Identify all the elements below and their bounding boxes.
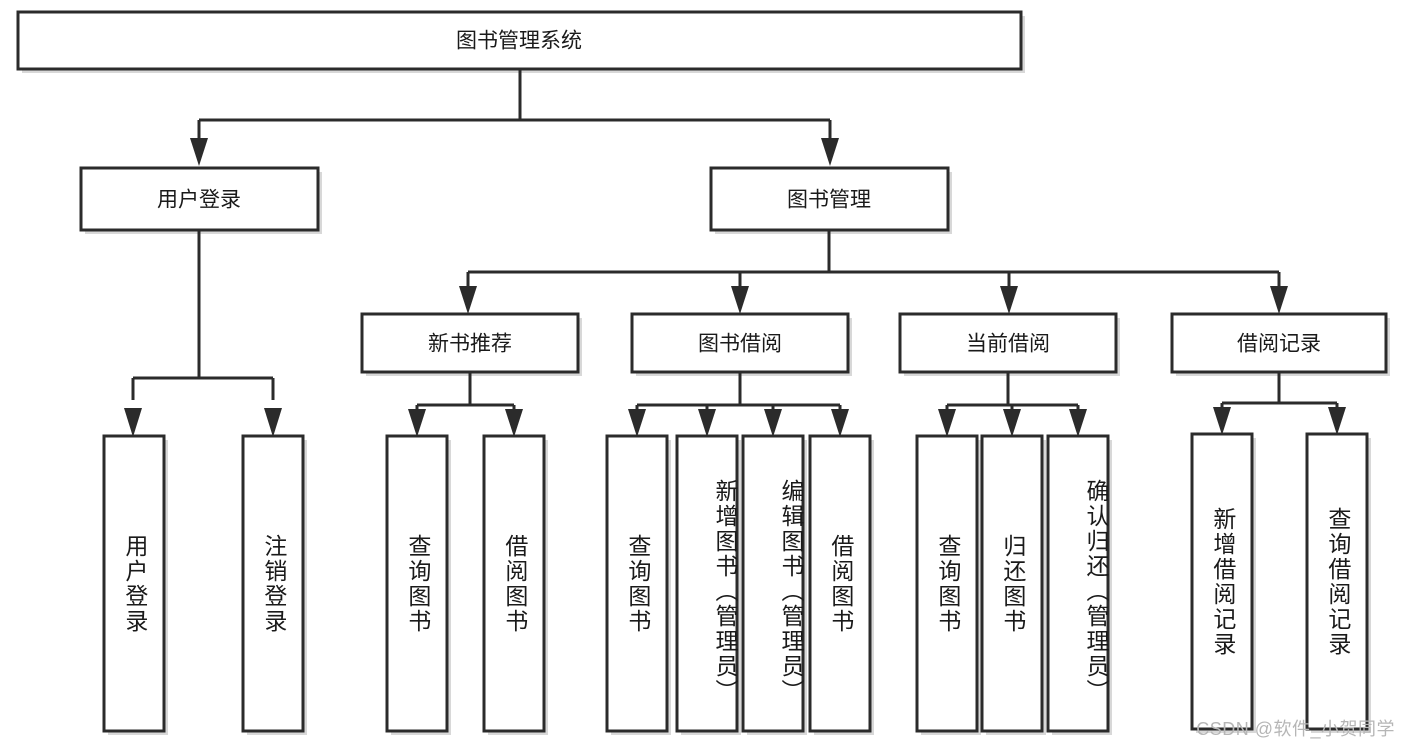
leaf-node-confirm-return (1046, 434, 1112, 735)
arrow-head-icon (1069, 409, 1087, 437)
node-borrow-record: 借阅记录 (1170, 312, 1390, 376)
leaf-node-add-record (1190, 432, 1256, 733)
arrow-head-icon (698, 409, 716, 437)
node-rect (675, 434, 739, 733)
node-rect (16, 10, 1023, 71)
node-book-management: 图书管理 (709, 166, 952, 234)
node-rect (241, 434, 305, 733)
node-rect (79, 166, 320, 232)
connector-user-login-to-leaves (124, 230, 282, 437)
arrow-head-icon (1000, 286, 1018, 314)
arrow-head-icon (459, 286, 477, 314)
leaf-node-query-book-2 (605, 434, 671, 735)
node-rect (360, 312, 580, 374)
leaf-node-user-login (102, 434, 168, 735)
connector-current-borrow-to-leaves (938, 372, 1087, 437)
arrow-head-icon (408, 409, 426, 437)
node-label: 借阅记录 (1237, 333, 1321, 356)
arrow-head-icon (264, 408, 282, 437)
arrow-head-icon (1328, 407, 1346, 435)
node-rect (980, 434, 1044, 733)
arrow-head-icon (1213, 407, 1231, 435)
node-rect (1170, 312, 1388, 374)
node-rect (102, 434, 166, 733)
node-label: 图书管理系统 (456, 30, 582, 53)
node-rect (385, 434, 449, 733)
arrow-head-icon (628, 409, 646, 437)
arrow-head-icon (821, 138, 839, 166)
connector-level1-to-level2 (190, 69, 839, 166)
node-label: 当前借阅 (966, 333, 1050, 356)
arrow-head-icon (505, 409, 523, 437)
leaf-node-query-record (1305, 432, 1371, 733)
arrow-head-icon (190, 138, 208, 166)
arrow-head-icon (731, 286, 749, 314)
leaf-node-query-book-3 (915, 434, 981, 735)
node-rect (1190, 432, 1254, 731)
leaf-node-edit-book (741, 434, 807, 735)
arrow-head-icon (764, 409, 782, 437)
node-rect (1046, 434, 1110, 733)
node-rect (741, 434, 805, 733)
leaf-node-user-logout (241, 434, 307, 735)
arrow-head-icon (1003, 409, 1021, 437)
node-rect (605, 434, 669, 733)
node-user-login: 用户登录 (79, 166, 322, 234)
node-rect (482, 434, 546, 733)
node-rect (1305, 432, 1369, 731)
connector-borrow-record-to-leaves (1213, 372, 1346, 435)
csdn-watermark: CSDN @软件_小贺同学 (1196, 719, 1395, 739)
node-book-borrow: 图书借阅 (630, 312, 852, 376)
node-book-management-system: 图书管理系统 (16, 10, 1025, 73)
node-label: 图书管理 (787, 189, 871, 212)
connector-book-borrow-to-leaves (628, 372, 849, 437)
leaf-node-add-book (675, 434, 741, 735)
connector-new-book-recommend-to-leaves (408, 372, 523, 437)
node-label: 用户登录 (157, 189, 241, 212)
leaf-node-query-book-1 (385, 434, 451, 735)
node-rect (898, 312, 1118, 374)
connector-book-management-to-level3 (459, 230, 1288, 314)
leaf-node-borrow-book-2 (808, 434, 874, 735)
node-rect (915, 434, 979, 733)
leaf-node-borrow-book-1 (482, 434, 548, 735)
arrow-head-icon (831, 409, 849, 437)
arrow-head-icon (1270, 286, 1288, 314)
node-current-borrow: 当前借阅 (898, 312, 1120, 376)
node-label: 图书借阅 (698, 333, 782, 356)
node-label: 新书推荐 (428, 333, 512, 356)
node-new-book-recommend: 新书推荐 (360, 312, 582, 376)
arrow-head-icon (938, 409, 956, 437)
leaf-node-return-book (980, 434, 1046, 735)
arrow-head-icon (124, 408, 142, 437)
node-rect (808, 434, 872, 733)
